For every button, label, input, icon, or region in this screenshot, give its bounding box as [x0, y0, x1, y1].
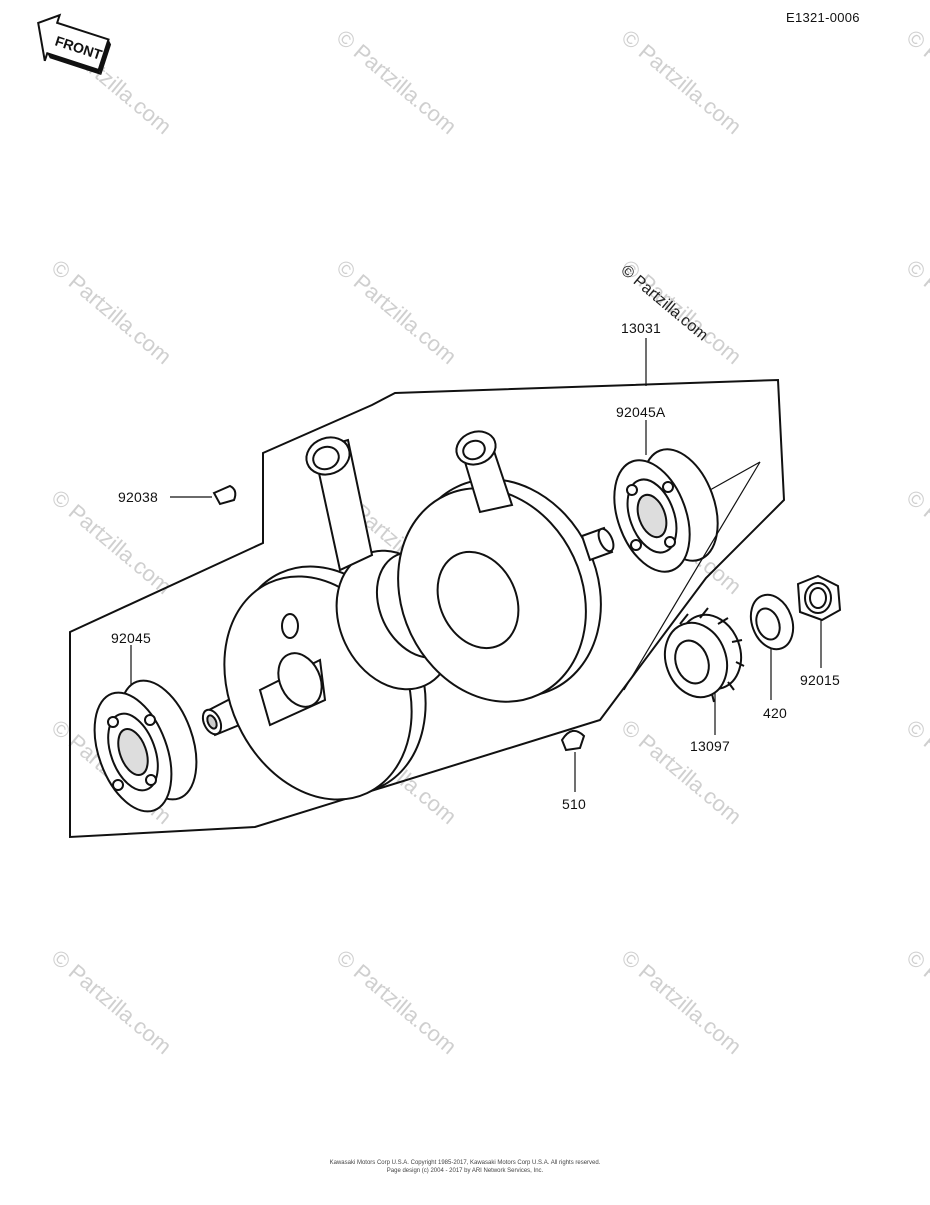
watermark-text: © Partzilla.com	[332, 945, 462, 1059]
watermark-text: © Partzilla.com	[332, 255, 462, 369]
watermark-text: © Partzilla.com	[617, 715, 747, 829]
washer-420-icon	[749, 593, 795, 651]
label-13097[interactable]: 13097	[690, 738, 730, 754]
watermark-text: © Partzilla.com	[902, 715, 930, 829]
page-design-line: Page design (c) 2004 - 2017 by ARI Netwo…	[386, 1168, 544, 1174]
copyright-line: Kawasaki Motors Corp U.S.A. Copyright 19…	[329, 1160, 601, 1166]
nut-92015-icon	[796, 574, 842, 622]
watermark-text: © Partzilla.com	[617, 25, 747, 139]
gear-13097-icon	[663, 607, 745, 703]
label-420[interactable]: 420	[763, 705, 787, 721]
label-92038[interactable]: 92038	[118, 489, 158, 505]
front-arrow-icon: FRONT	[37, 13, 112, 75]
watermark-text: © Partzilla.com	[902, 945, 930, 1059]
diagram-id: E1321-0006	[786, 10, 860, 25]
separator-lines	[623, 461, 761, 691]
assembly-outline	[69, 378, 786, 839]
leader-lines	[130, 338, 822, 792]
watermark-text: © Partzilla.com	[47, 255, 177, 369]
watermark-text: © Partzilla.com	[902, 485, 930, 599]
watermark-text: © Partzilla.com	[902, 25, 930, 139]
bearing-92045	[93, 679, 198, 813]
crankshaft	[93, 430, 719, 813]
label-92045A[interactable]: 92045A	[616, 404, 666, 420]
watermark-text: © Partzilla.com	[902, 255, 930, 369]
label-92015[interactable]: 92015	[800, 672, 840, 688]
key-510-icon	[560, 729, 586, 752]
watermark-text: © Partzilla.com	[332, 25, 462, 139]
label-510[interactable]: 510	[562, 796, 586, 812]
label-92045[interactable]: 92045	[111, 630, 151, 646]
watermark-text: © Partzilla.com	[617, 945, 747, 1059]
key-92038-icon	[212, 484, 237, 506]
label-13031[interactable]: 13031	[621, 320, 661, 336]
watermark-text: © Partzilla.com	[47, 945, 177, 1059]
bearing-92045A	[613, 448, 719, 573]
